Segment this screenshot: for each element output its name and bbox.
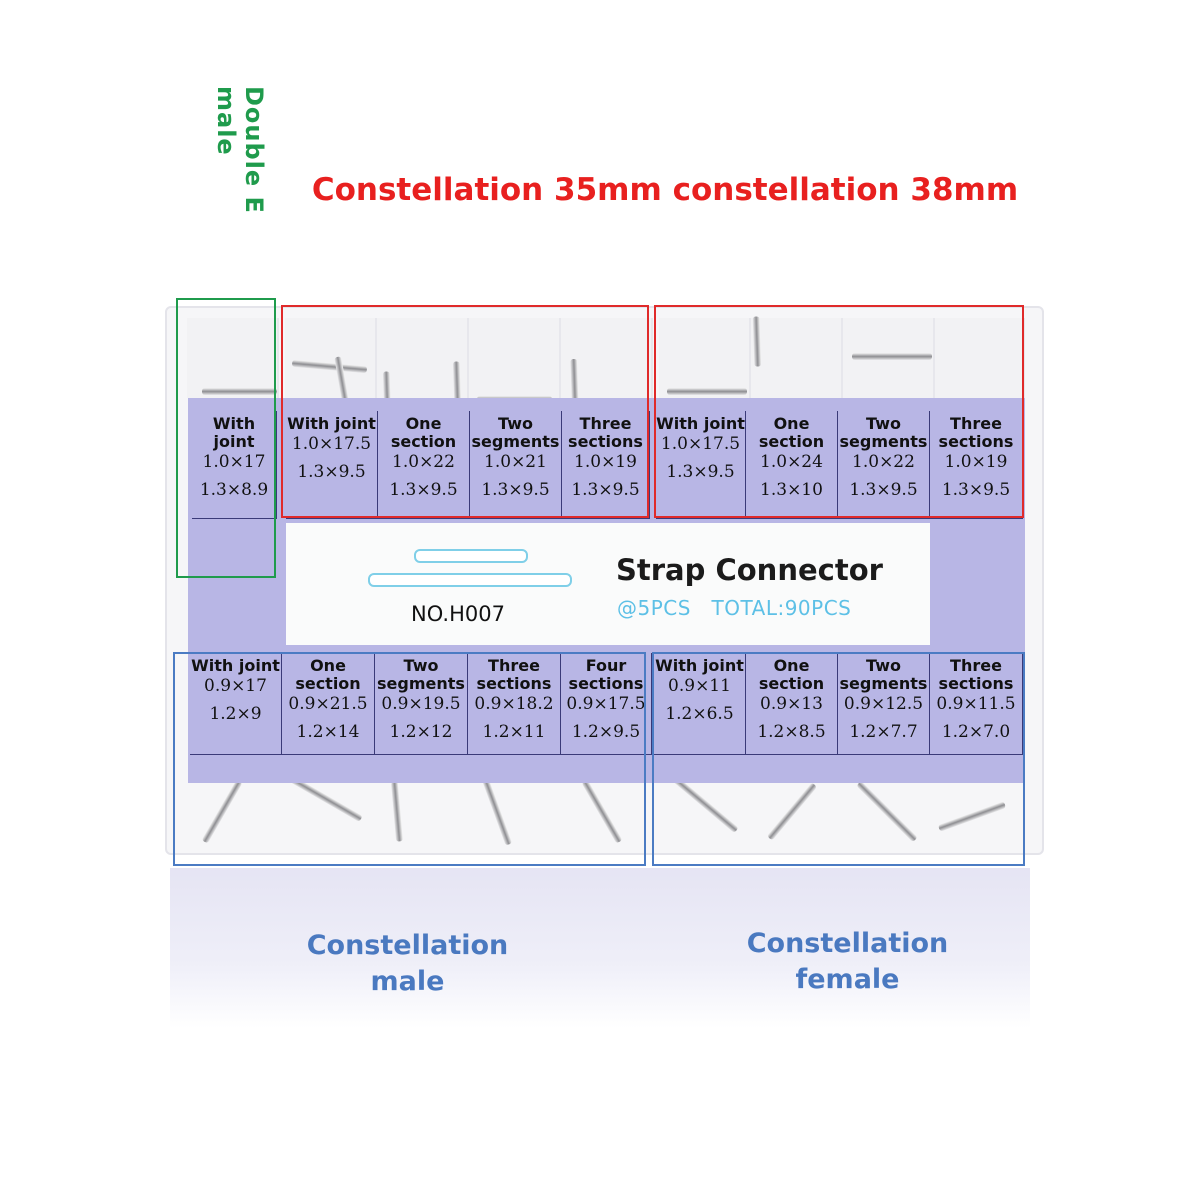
cell-spec2: 1.2×9.5 [571, 722, 641, 742]
cell-spec2: 1.2×7.7 [849, 722, 918, 742]
highlight-frame-38mm [654, 305, 1024, 518]
model-number: NO.H007 [411, 602, 505, 626]
cell-spec1: 1.0×19 [944, 452, 1008, 472]
constellation-male-label: Constellation male [306, 930, 509, 997]
cell-spec1: 1.0×22 [392, 452, 455, 472]
cell-spec1: 0.9×17 [204, 676, 267, 696]
cell-name: One section [758, 414, 825, 451]
cell-name: One section [758, 656, 825, 693]
cell-spec1: 0.9×17.5 [566, 694, 646, 714]
cell-name: Two segments [839, 414, 928, 451]
cell-spec2: 1.2×12 [389, 722, 453, 742]
spec-cell-top: With joint 1.0×17 1.3×8.9 [192, 411, 277, 519]
box-reflection [170, 868, 1030, 1028]
cell-spec2: 1.2×14 [296, 722, 360, 742]
spec-cell-bottom: Three sections 0.9×18.2 1.2×11 [468, 653, 561, 755]
cell-spec2: 1.3×9.5 [297, 462, 366, 482]
spec-cell-top: With joint 1.0×17.5 1.3×9.5 [286, 411, 378, 519]
cell-spec2: 1.3×8.9 [199, 480, 269, 500]
spec-cell-top: With joint 1.0×17.5 1.3×9.5 [656, 411, 746, 519]
spec-cell-bottom: With joint 0.9×11 1.2×6.5 [654, 653, 746, 755]
highlight-frame-35mm [281, 305, 649, 518]
cell-spec2: 1.2×8.5 [757, 722, 826, 742]
cell-spec1: 0.9×18.2 [474, 694, 554, 714]
cell-name: With joint [191, 656, 280, 675]
spec-cell-bottom: One section 0.9×13 1.2×8.5 [746, 653, 838, 755]
cell-spec1: 1.0×22 [852, 452, 915, 472]
highlight-frame-female [652, 652, 1025, 866]
compartment [187, 318, 279, 398]
cell-spec1: 1.0×19 [574, 452, 637, 472]
double-e-male-label: Double E male [212, 86, 268, 214]
cell-spec2: 1.2×7.0 [941, 722, 1011, 742]
cell-name: One section [295, 656, 361, 693]
cell-name: Two segments [839, 656, 928, 693]
compartment [935, 318, 1025, 398]
pin [852, 353, 932, 360]
cell-spec1: 0.9×11.5 [936, 694, 1016, 714]
cell-spec2: 1.3×9.5 [849, 480, 918, 500]
cell-name: With joint [655, 656, 744, 675]
pin [667, 388, 747, 395]
cell-name: Three sections [568, 414, 643, 451]
cell-spec1: 0.9×21.5 [288, 694, 368, 714]
cell-spec1: 0.9×12.5 [843, 694, 924, 714]
cell-spec2: 1.3×10 [760, 480, 823, 500]
cell-spec2: 1.2×6.5 [665, 704, 734, 724]
cell-spec2: 1.2×9 [209, 704, 262, 724]
compartment [659, 318, 751, 398]
cell-name: Three sections [938, 414, 1014, 451]
compartment [469, 318, 561, 398]
cell-spec1: 1.0×17 [202, 452, 266, 472]
highlight-frame-double-e [176, 298, 276, 578]
cell-spec2: 1.2×11 [482, 722, 546, 742]
spec-cell-bottom: Two segments 0.9×12.5 1.2×7.7 [838, 653, 930, 755]
product-quantity: @5PCS TOTAL:90PCS [617, 596, 852, 620]
constellation-female-label: Constellation female [746, 928, 949, 995]
product-card [286, 523, 930, 645]
cell-spec1: 1.0×24 [760, 452, 823, 472]
cell-spec1: 0.9×11 [668, 676, 731, 696]
title-constellation-sizes: Constellation 35mm constellation 38mm [311, 172, 1019, 208]
cell-name: Four sections [568, 656, 644, 693]
cell-name: Two segments [377, 656, 465, 693]
cell-name: One section [390, 414, 457, 451]
compartment [751, 318, 843, 398]
spec-cell-top: One section 1.0×22 1.3×9.5 [378, 411, 470, 519]
cell-name: Two segments [471, 414, 560, 451]
cell-name: Three sections [476, 656, 552, 693]
spec-cell-bottom: Two segments 0.9×19.5 1.2×12 [375, 653, 468, 755]
cell-spec2: 1.3×9.5 [481, 480, 550, 500]
pin-outline-icon [368, 573, 572, 587]
spec-cell-top: Two segments 1.0×21 1.3×9.5 [470, 411, 562, 519]
cell-name: With joint [287, 414, 376, 433]
spec-cell-bottom: One section 0.9×21.5 1.2×14 [282, 653, 375, 755]
cell-spec2: 1.3×9.5 [571, 480, 640, 500]
cell-name: With joint [212, 414, 256, 451]
cell-spec2: 1.3×9.5 [666, 462, 735, 482]
cell-spec1: 1.0×21 [484, 452, 547, 472]
pin-outline-icon [414, 549, 528, 563]
cell-name: Three sections [938, 656, 1014, 693]
cell-spec1: 1.0×17.5 [291, 434, 372, 454]
highlight-frame-male [173, 652, 646, 866]
product-name: Strap Connector [616, 553, 883, 587]
spec-cell-bottom: Four sections 0.9×17.5 1.2×9.5 [561, 653, 652, 755]
compartment [285, 318, 377, 398]
cell-spec2: 1.3×9.5 [389, 480, 458, 500]
cell-spec1: 0.9×19.5 [381, 694, 461, 714]
cell-spec2: 1.3×9.5 [941, 480, 1011, 500]
spec-cell-top: Three sections 1.0×19 1.3×9.5 [562, 411, 650, 519]
cell-spec1: 1.0×17.5 [660, 434, 741, 454]
spec-cell-top: Two segments 1.0×22 1.3×9.5 [838, 411, 930, 519]
spec-cell-bottom: With joint 0.9×17 1.2×9 [190, 653, 282, 755]
spec-cell-bottom: Three sections 0.9×11.5 1.2×7.0 [930, 653, 1023, 755]
spec-cell-top: Three sections 1.0×19 1.3×9.5 [930, 411, 1023, 519]
cell-spec1: 0.9×13 [760, 694, 823, 714]
cell-name: With joint [656, 414, 745, 433]
pin [202, 388, 277, 395]
spec-cell-top: One section 1.0×24 1.3×10 [746, 411, 838, 519]
